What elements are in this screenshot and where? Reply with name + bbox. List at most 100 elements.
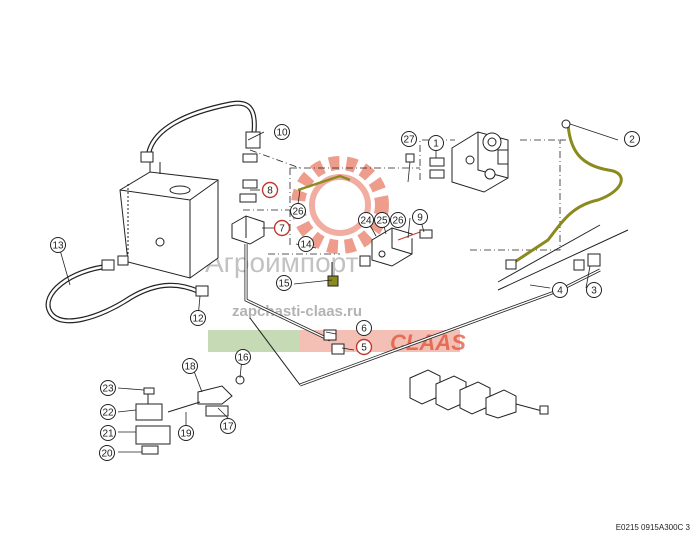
callout-17: 17 [220,418,236,434]
callout-label: 20 [101,449,113,460]
callout-22: 22 [100,404,116,420]
callout-7: 7 [273,219,291,237]
pipe-2 [505,119,623,270]
leader-lines [59,123,619,453]
callout-label: 9 [417,213,423,224]
sensor-15 [323,262,345,355]
callout-25: 25 [374,212,390,228]
callout-label: 14 [300,240,312,251]
callout-circle [99,445,115,461]
callout-label: 8 [267,186,273,197]
callout-circle [358,212,374,228]
callout-24: 24 [358,212,374,228]
callout-6: 6 [356,320,372,336]
valve-block [359,227,433,267]
steering-valve [451,131,509,193]
callout-circle [274,124,290,140]
hose-13 [45,255,209,324]
callout-label: 13 [52,241,64,252]
callout-label: 7 [279,224,285,235]
callout-27: 27 [401,131,417,147]
callout-10: 10 [274,124,290,140]
fittings-column [231,131,265,245]
callout-label: 15 [278,279,290,290]
callout-circle [50,237,66,253]
callout-label: 19 [180,429,192,440]
pipe-26 [297,174,351,192]
callout-circle [276,275,292,291]
callout-15: 15 [276,275,292,291]
callout-circle [298,236,314,252]
callout-circle [356,320,372,336]
callout-circle [100,425,116,441]
callout-circle [235,349,251,365]
callout-circle [374,212,390,228]
callout-label: 18 [184,362,196,373]
callout-5: 5 [355,338,373,356]
watermark: Агроимпорт zapchasti-claas.ru CLAAS [205,156,466,355]
callout-8: 8 [261,181,279,199]
callout-label: 3 [591,286,597,297]
callout-16: 16 [235,349,251,365]
watermark-logo-word: CLAAS [390,330,466,355]
callout-circle [586,282,602,298]
callout-circle [273,219,291,237]
callout-label: 12 [192,314,204,325]
watermark-green-bar [208,330,300,352]
callout-12: 12 [190,310,206,326]
callout-26: 26 [390,212,406,228]
callout-circle [624,131,640,147]
sensor-clamps [409,369,549,419]
hydraulic-tank [119,160,219,279]
callout-label: 27 [403,135,415,146]
fittings-1 [405,153,445,179]
callout-circle [220,418,236,434]
callout-4: 4 [552,282,568,298]
callout-label: 16 [237,353,249,364]
callout-circle [178,425,194,441]
fittings-3 [573,253,601,271]
callout-3: 3 [586,282,602,298]
callout-circle [190,310,206,326]
callout-circle [552,282,568,298]
callout-label: 24 [360,216,372,227]
drawing-code: E0215 0915A300C 3 [615,523,690,532]
callout-14: 14 [298,236,314,252]
callout-label: 5 [361,343,367,354]
callout-19: 19 [178,425,194,441]
clamp-assembly [135,375,245,455]
callout-label: 2 [629,135,635,146]
callout-label: 26 [292,207,304,218]
callout-circle [428,135,444,151]
callout-label: 21 [102,429,114,440]
steel-pipes [244,224,629,387]
callout-2: 2 [624,131,640,147]
callout-circle [412,209,428,225]
callout-label: 23 [102,384,114,395]
callout-circle [100,404,116,420]
callout-circle [100,380,116,396]
callout-label: 17 [222,422,234,433]
callout-13: 13 [50,237,66,253]
callout-20: 20 [99,445,115,461]
callout-circle [290,203,306,219]
watermark-brand: Агроимпорт [205,247,359,278]
hose-10 [140,100,257,163]
assembly-lines [243,139,566,255]
watermark-site: zapchasti-claas.ru [232,303,362,320]
callout-23: 23 [100,380,116,396]
callout-label: 1 [433,139,439,150]
callout-circle [182,358,198,374]
callout-label: 6 [361,324,367,335]
callout-26: 26 [290,203,306,219]
callout-circle [401,131,417,147]
callout-label: 25 [376,216,388,227]
callout-1: 1 [428,135,444,151]
callout-18: 18 [182,358,198,374]
callout-label: 22 [102,408,114,419]
callout-circle [390,212,406,228]
callout-label: 26 [392,216,404,227]
callout-label: 4 [557,286,563,297]
